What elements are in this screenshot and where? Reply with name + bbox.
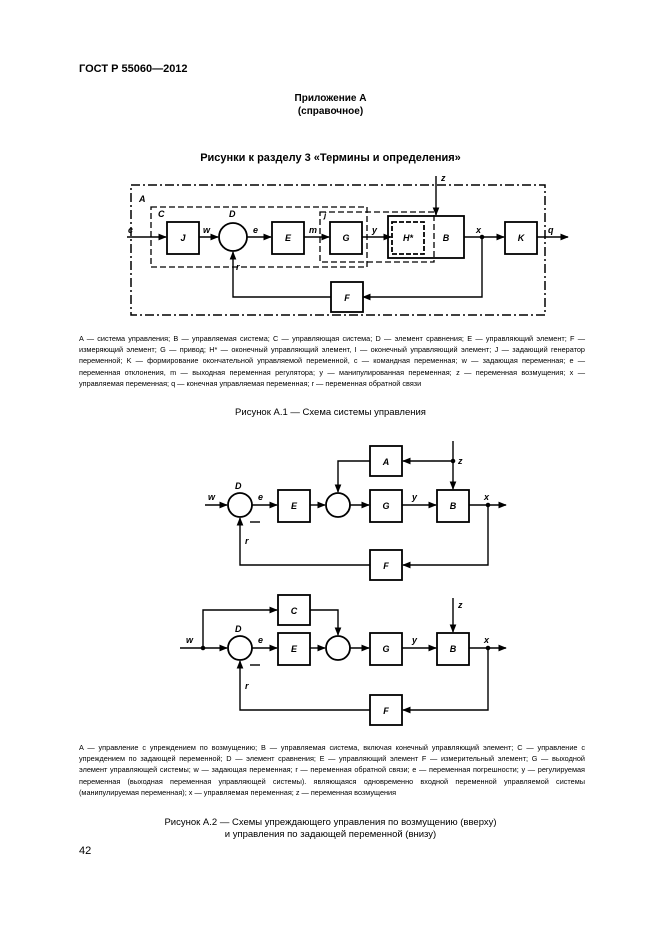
label-r-bottom: r — [245, 681, 249, 691]
block-e-top-label: E — [291, 501, 298, 511]
block-e — [271, 221, 305, 255]
label-r: r — [236, 262, 240, 272]
block-b-top-label: B — [450, 501, 457, 511]
block-b-bottom — [436, 632, 470, 666]
label-y: y — [371, 225, 378, 235]
block-f-top-label: F — [383, 561, 389, 571]
standard-header: ГОСТ Р 55060—2012 — [79, 63, 188, 75]
section-title: Рисунки к разделу 3 «Термины и определен… — [200, 152, 461, 164]
block-e-top — [277, 489, 311, 523]
block-g-top — [369, 489, 403, 523]
figure-a1-caption: Рисунок А.1 — Схема системы управления — [235, 407, 426, 418]
block-h-label: H* — [403, 233, 413, 243]
block-k-label: K — [518, 233, 526, 243]
page-number: 42 — [79, 845, 92, 857]
label-x: x — [475, 225, 482, 235]
block-h — [391, 221, 425, 255]
block-b-label: B — [443, 233, 450, 243]
figure-a2-bottom: D w e y x z r C E G B F — [180, 594, 507, 726]
label-m: m — [309, 225, 317, 235]
label-e-top: e — [258, 492, 263, 502]
block-j — [166, 221, 200, 255]
label-e: e — [253, 225, 258, 235]
block-e-bottom — [277, 632, 311, 666]
comparator-d-top — [227, 492, 253, 518]
label-q: q — [548, 225, 554, 235]
figure-a2-caption-line1: Рисунок А.2 — Схемы упреждающего управле… — [164, 817, 497, 828]
label-j-small: j — [323, 211, 327, 220]
figure-a2-caption-line2: и управления по задающей переменной (вни… — [224, 829, 437, 840]
label-x-bottom: x — [483, 635, 490, 645]
label-e-bottom: e — [258, 635, 263, 645]
label-z-top: z — [457, 456, 463, 466]
block-j-label: J — [180, 233, 186, 243]
figure-a2-caption: Рисунок А.2 — Схемы упреждающего управле… — [0, 817, 661, 841]
block-e-label: E — [285, 233, 292, 243]
block-g-label: G — [342, 233, 349, 243]
appendix-subtitle: (справочное) — [297, 106, 364, 117]
label-y-bottom: y — [411, 635, 418, 645]
label-d-bottom: D — [235, 624, 242, 634]
block-g-bottom-label: G — [382, 644, 389, 654]
block-b-top — [436, 489, 470, 523]
block-g-bottom — [369, 632, 403, 666]
label-y-top: y — [411, 492, 418, 502]
figure-a1: A C D j z c w e m y x q r J E G H* B K F — [127, 173, 569, 316]
appendix-heading: Приложение А (справочное) — [0, 92, 661, 118]
label-r-top: r — [245, 536, 249, 546]
block-a-label: A — [382, 457, 390, 467]
label-x-top: x — [483, 492, 490, 502]
figure-a1-legend: A — система управления; B — управляемая … — [79, 334, 585, 388]
label-z: z — [440, 173, 446, 183]
figure-a2-legend: A — управление с упреждением по возмущен… — [79, 743, 585, 797]
label-z-bottom: z — [457, 600, 463, 610]
block-g — [329, 221, 363, 255]
label-w-top: w — [208, 492, 216, 502]
summing-junction-top — [325, 492, 351, 518]
label-w-bottom: w — [186, 635, 194, 645]
summing-junction-bottom — [325, 635, 351, 661]
block-f-bottom-label: F — [383, 706, 389, 716]
label-d: D — [229, 209, 236, 219]
appendix-title: Приложение А — [294, 93, 367, 104]
label-c: C — [158, 209, 165, 219]
label-d-top: D — [235, 481, 242, 491]
system-a-boundary — [130, 184, 546, 316]
label-a: A — [138, 194, 146, 204]
block-f-label: F — [344, 293, 350, 303]
block-k — [504, 221, 538, 255]
figure-a2-top: D w e y x z r A E G B F — [205, 441, 507, 581]
label-w: w — [203, 225, 211, 235]
block-e-bottom-label: E — [291, 644, 298, 654]
comparator-d-bottom — [227, 635, 253, 661]
comparator-d — [218, 222, 248, 252]
block-b-bottom-label: B — [450, 644, 457, 654]
block-c-label: C — [291, 606, 298, 616]
label-c-signal: c — [128, 225, 133, 235]
block-g-top-label: G — [382, 501, 389, 511]
